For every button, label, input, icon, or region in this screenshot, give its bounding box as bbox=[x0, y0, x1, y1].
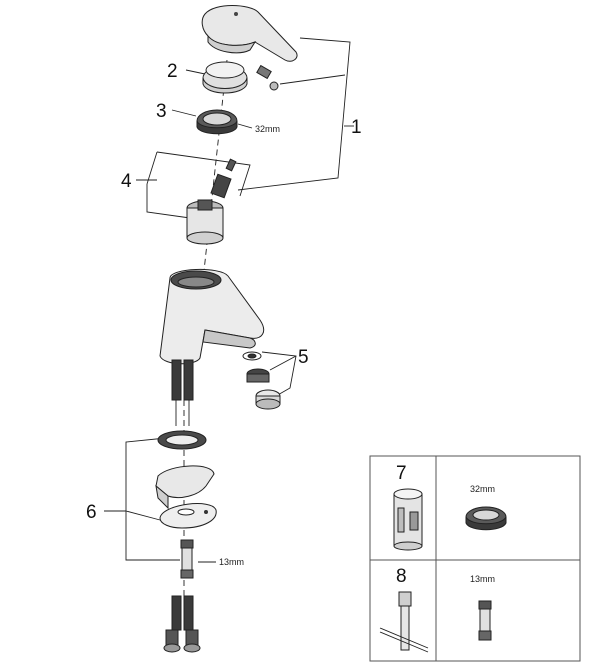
dimension-nut-ring: 32mm bbox=[255, 124, 280, 134]
dimension-tool-32: 32mm bbox=[470, 484, 495, 494]
threaded-stud bbox=[180, 539, 194, 579]
aerator-set bbox=[242, 351, 281, 410]
faucet-body bbox=[159, 268, 265, 365]
stud-tool-piece bbox=[478, 600, 492, 641]
dimension-tool-13: 13mm bbox=[470, 574, 495, 584]
cartridge bbox=[186, 158, 237, 245]
handle-set-screw bbox=[256, 64, 279, 91]
cartridge-wrench-tool bbox=[393, 488, 423, 551]
supply-hoses-lower bbox=[163, 595, 201, 653]
callout-4: 4 bbox=[121, 171, 132, 192]
callout-3: 3 bbox=[156, 101, 167, 122]
callout-5: 5 bbox=[298, 347, 309, 368]
tool-panel: 7 32mm 8 13mm bbox=[369, 455, 581, 662]
callout-1: 1 bbox=[351, 117, 362, 138]
cap-ring bbox=[202, 61, 248, 94]
nut-ring-tool bbox=[465, 506, 507, 531]
callout-7: 7 bbox=[396, 463, 407, 484]
stud-wrench-tool bbox=[379, 591, 429, 653]
lever-handle bbox=[201, 5, 298, 62]
nut-ring bbox=[196, 109, 238, 135]
supply-hoses-upper bbox=[171, 359, 194, 426]
callout-2: 2 bbox=[167, 61, 178, 82]
callout-8: 8 bbox=[396, 566, 407, 587]
mounting-set bbox=[155, 430, 217, 529]
dimension-stud: 13mm bbox=[219, 557, 244, 567]
callout-6: 6 bbox=[86, 502, 97, 523]
